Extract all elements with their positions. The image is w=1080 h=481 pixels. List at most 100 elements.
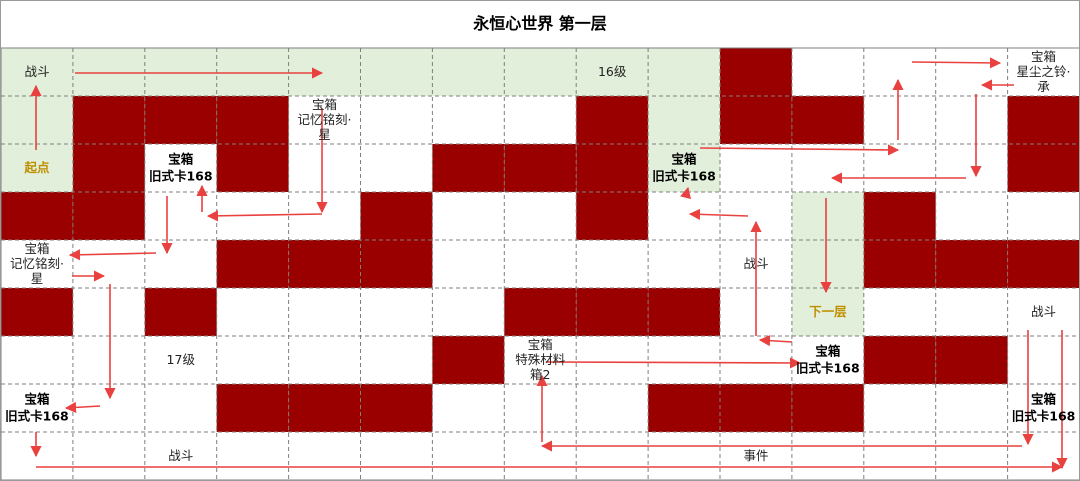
path-cell: [288, 48, 361, 96]
wall-cell: [576, 96, 649, 144]
wall-cell: [216, 144, 289, 192]
cell-label-line: 下一层: [809, 304, 847, 319]
wall-cell: [935, 336, 1008, 384]
route-arrow: [545, 357, 802, 369]
wall-cell: [504, 288, 577, 336]
wall-cell: [863, 240, 936, 288]
map-cells: [1, 48, 1080, 432]
cell-label-line: 16级: [598, 64, 627, 79]
wall-cell: [863, 192, 936, 240]
path-cell: [1, 96, 73, 144]
path-cell: [791, 288, 864, 336]
cell-label-line: 星: [31, 271, 44, 286]
cell-label: 16级: [598, 64, 627, 79]
wall-cell: [144, 288, 217, 336]
cell-label-line: 记忆铭刻·: [10, 256, 64, 271]
cell-label: 宝箱记忆铭刻·星: [298, 97, 352, 142]
wall-cell: [1, 192, 73, 240]
wall-cell: [576, 288, 649, 336]
cell-label: 宝箱旧式卡168: [796, 343, 860, 375]
wall-cell: [935, 240, 1008, 288]
wall-cell: [360, 384, 433, 432]
cell-label: 宝箱旧式卡168: [1012, 391, 1076, 423]
cell-label-line: 宝箱: [24, 241, 49, 256]
route-arrow: [688, 208, 749, 220]
wall-cell: [72, 96, 145, 144]
wall-cell: [720, 384, 792, 432]
wall-cell: [791, 384, 864, 432]
wall-cell: [216, 96, 289, 144]
cell-label-line: 宝箱: [815, 343, 841, 358]
cell-label-line: 宝箱: [24, 391, 50, 406]
cell-label-line: 旧式卡168: [796, 360, 860, 375]
route-arrow: [911, 57, 1002, 69]
path-cell: [648, 144, 720, 192]
cell-label: 战斗: [743, 256, 768, 271]
path-cell: [216, 48, 289, 96]
cell-label-line: 旧式卡168: [1012, 408, 1076, 423]
wall-cell: [288, 240, 361, 288]
cell-label-line: 旧式卡168: [5, 408, 69, 423]
wall-cell: [720, 96, 792, 144]
path-cell: [648, 96, 720, 144]
cell-label-line: 事件: [743, 448, 768, 463]
cell-label-line: 宝箱: [1031, 391, 1057, 406]
path-cell: [648, 48, 720, 96]
route-arrow: [758, 335, 793, 347]
cell-label-line: 旧式卡168: [652, 168, 716, 183]
cell-label: 战斗: [168, 448, 193, 463]
wall-cell: [504, 144, 577, 192]
cell-label-line: 宝箱: [672, 151, 698, 166]
cell-label: 宝箱旧式卡168: [5, 391, 69, 423]
page-title: 永恒心世界 第一层: [473, 14, 607, 33]
cell-label-line: 起点: [23, 160, 50, 175]
wall-cell: [432, 336, 505, 384]
wall-cell: [648, 288, 720, 336]
cell-label-line: 宝箱: [168, 151, 194, 166]
path-cell: [576, 48, 649, 96]
route-arrow: [680, 186, 691, 200]
route-arrow: [206, 210, 323, 222]
wall-cell: [72, 144, 145, 192]
cell-label: 宝箱记忆铭刻·星: [10, 241, 64, 286]
route-arrow: [64, 401, 101, 413]
path-cell: [432, 48, 505, 96]
wall-cell: [432, 144, 505, 192]
cell-label-line: 星尘之铃·: [1017, 64, 1071, 79]
cell-label: 下一层: [809, 304, 847, 319]
wall-cell: [1007, 144, 1080, 192]
wall-cell: [216, 384, 289, 432]
route-arrow: [68, 249, 157, 261]
path-cell: [360, 48, 433, 96]
cell-label-line: 特殊材料: [515, 352, 566, 367]
wall-cell: [1007, 240, 1080, 288]
cell-label-line: 17级: [167, 352, 196, 367]
cell-label-line: 战斗: [743, 256, 768, 271]
wall-cell: [576, 144, 649, 192]
route-arrows: [30, 57, 1068, 473]
cell-label-line: 宝箱: [528, 337, 553, 352]
wall-cell: [863, 336, 936, 384]
path-cell: [72, 48, 145, 96]
cell-label: 宝箱旧式卡168: [149, 151, 213, 183]
cell-label: 事件: [743, 448, 768, 463]
cell-label-line: 宝箱: [312, 97, 337, 112]
cell-label: 宝箱旧式卡168: [652, 151, 716, 183]
path-cell: [1, 144, 73, 192]
wall-cell: [648, 384, 720, 432]
cell-label-line: 记忆铭刻·: [298, 112, 352, 127]
cell-label-line: 星: [318, 127, 331, 142]
path-cell: [791, 240, 864, 288]
route-arrow: [699, 144, 900, 156]
wall-cell: [576, 192, 649, 240]
wall-cell: [72, 192, 145, 240]
path-cell: [504, 48, 577, 96]
wall-cell: [216, 240, 289, 288]
wall-cell: [360, 192, 433, 240]
cell-label-line: 宝箱: [1031, 49, 1056, 64]
cell-label-line: 战斗: [1031, 304, 1056, 319]
cell-label: 17级: [167, 352, 196, 367]
cell-label-line: 旧式卡168: [149, 168, 213, 183]
